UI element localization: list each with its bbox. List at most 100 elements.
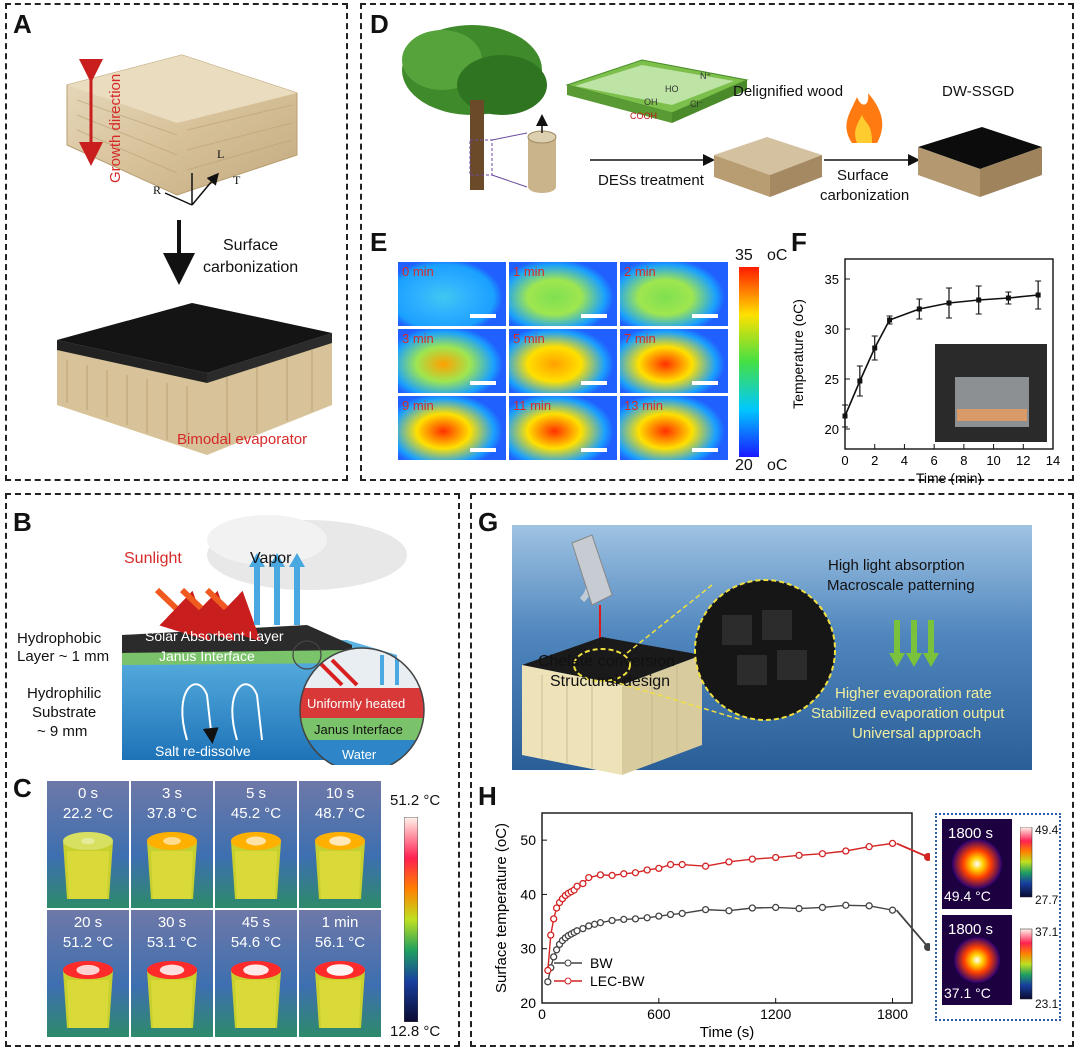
process-label-1: Surface — [223, 237, 278, 255]
inset-connector-dot — [924, 853, 930, 861]
wood-block-illustration — [7, 5, 347, 475]
y-tick-label: 30 — [520, 941, 536, 957]
x-tick-label: 8 — [960, 453, 967, 468]
sunlight-label: Sunlight — [124, 550, 182, 568]
scale-bar — [692, 381, 718, 385]
scale-bar — [581, 314, 607, 318]
g-feature-1: High light absorption — [828, 557, 965, 574]
molecule-cl: Cl⁻ — [690, 99, 703, 110]
panel-def: D HO OH COOH N⁺ Cl⁻ — [360, 3, 1074, 481]
frame-temp-label: 51.2 °C — [47, 934, 129, 951]
data-point — [545, 979, 551, 985]
step2-label-2: carbonization — [820, 187, 909, 204]
molecule-n: N⁺ — [700, 71, 711, 82]
x-tick-label: 4 — [901, 453, 908, 468]
janus-label: Janus Interface — [159, 648, 255, 664]
process-label-2: carbonization — [203, 259, 298, 277]
thermal-frame-time: 0 min — [402, 264, 434, 279]
data-point — [592, 921, 598, 927]
thermal-frame: 3 min — [398, 329, 506, 393]
data-point — [843, 848, 849, 854]
frame-time-label: 10 s — [299, 785, 381, 802]
thermal-cup-frame: 0 s22.2 °C — [47, 781, 129, 908]
panel-e-colorbar — [739, 267, 759, 457]
data-point — [586, 875, 592, 881]
data-point — [632, 870, 638, 876]
thermal-frame: 2 min — [620, 262, 728, 326]
scale-bar — [581, 381, 607, 385]
axis-l-label: L — [217, 147, 224, 162]
y-axis-label: Surface temperature (oC) — [493, 823, 510, 993]
data-point — [819, 851, 825, 857]
data-point — [574, 883, 580, 889]
scale-bar — [470, 448, 496, 452]
frame-time-label: 45 s — [215, 914, 297, 931]
x-tick-label: 600 — [647, 1006, 671, 1022]
x-tick-label: 10 — [986, 453, 1000, 468]
x-tick-label: 1800 — [877, 1006, 908, 1022]
data-point — [1036, 293, 1041, 298]
data-point — [749, 905, 755, 911]
scale-bar — [470, 381, 496, 385]
thermal-frame-time: 13 min — [624, 398, 663, 413]
data-point — [726, 908, 732, 914]
legend-marker — [565, 960, 571, 966]
thermal-image-grid: 0 min1 min2 min3 min5 min7 min9 min11 mi… — [398, 262, 728, 460]
data-point — [545, 967, 551, 973]
molecule-ho: HO — [665, 84, 679, 94]
data-point — [621, 916, 627, 922]
hydrophobic-label: Hydrophobic — [17, 630, 101, 647]
panel-gh: G Chelate conversion — [470, 493, 1074, 1047]
layer-thickness-label: Layer ~ 1 mm — [17, 648, 109, 665]
thermal-frame: 0 min — [398, 262, 506, 326]
thermal-frame: 9 min — [398, 396, 506, 460]
inset-bottom-time: 1800 s — [948, 921, 993, 938]
x-axis-label: Time (s) — [700, 1024, 754, 1041]
substrate-thickness-label: ~ 9 mm — [37, 723, 87, 740]
x-tick-label: 6 — [931, 453, 938, 468]
g-left-label-1: Chelate conversion — [538, 653, 675, 671]
data-point — [726, 859, 732, 865]
thermal-frame-time: 11 min — [513, 398, 551, 413]
data-point — [843, 414, 848, 419]
data-point — [668, 912, 674, 918]
y-tick-label: 20 — [825, 422, 839, 437]
evaporator-label: Bimodal evaporator — [177, 431, 307, 448]
data-point — [580, 926, 586, 932]
data-point — [843, 902, 849, 908]
inset-top-time: 1800 s — [948, 825, 993, 842]
g-left-label-2: Structural design — [550, 673, 670, 691]
frame-time-label: 0 s — [47, 785, 129, 802]
scale-bar — [692, 448, 718, 452]
frame-temp-label: 54.6 °C — [215, 934, 297, 951]
zoom-janus-label: Janus Interface — [314, 722, 403, 737]
thermal-frame-time: 3 min — [402, 331, 434, 346]
thermal-frame-time: 7 min — [624, 331, 656, 346]
data-point — [917, 307, 922, 312]
y-tick-label: 30 — [825, 322, 839, 337]
data-point — [621, 871, 627, 877]
x-tick-label: 1200 — [760, 1006, 791, 1022]
g-output-1: Higher evaporation rate — [835, 685, 992, 702]
x-tick-label: 0 — [841, 453, 848, 468]
patterned-evaporator-illustration — [512, 525, 1072, 775]
e-scale-min: 20 — [735, 457, 753, 475]
c-scale-min: 12.8 °C — [390, 1023, 440, 1040]
y-axis-label: Temperature (oC) — [790, 299, 806, 409]
ir-inset-colorbars — [1020, 827, 1034, 1027]
g-output-3: Universal approach — [852, 725, 981, 742]
y-tick-label: 20 — [520, 995, 536, 1011]
data-point — [773, 904, 779, 910]
data-point — [609, 872, 615, 878]
frame-temp-label: 53.1 °C — [131, 934, 213, 951]
delignification-process-illustration — [362, 5, 1072, 225]
frame-time-label: 5 s — [215, 785, 297, 802]
frame-time-label: 20 s — [47, 914, 129, 931]
data-point — [976, 298, 981, 303]
step1-label: DESs treatment — [598, 172, 704, 189]
thermal-cup-frame: 30 s53.1 °C — [131, 910, 213, 1037]
data-point — [548, 932, 554, 938]
panel-bc: B — [5, 493, 460, 1047]
axis-r-label: R — [153, 183, 161, 198]
inset-bottom-min: 23.1 — [1035, 997, 1058, 1011]
